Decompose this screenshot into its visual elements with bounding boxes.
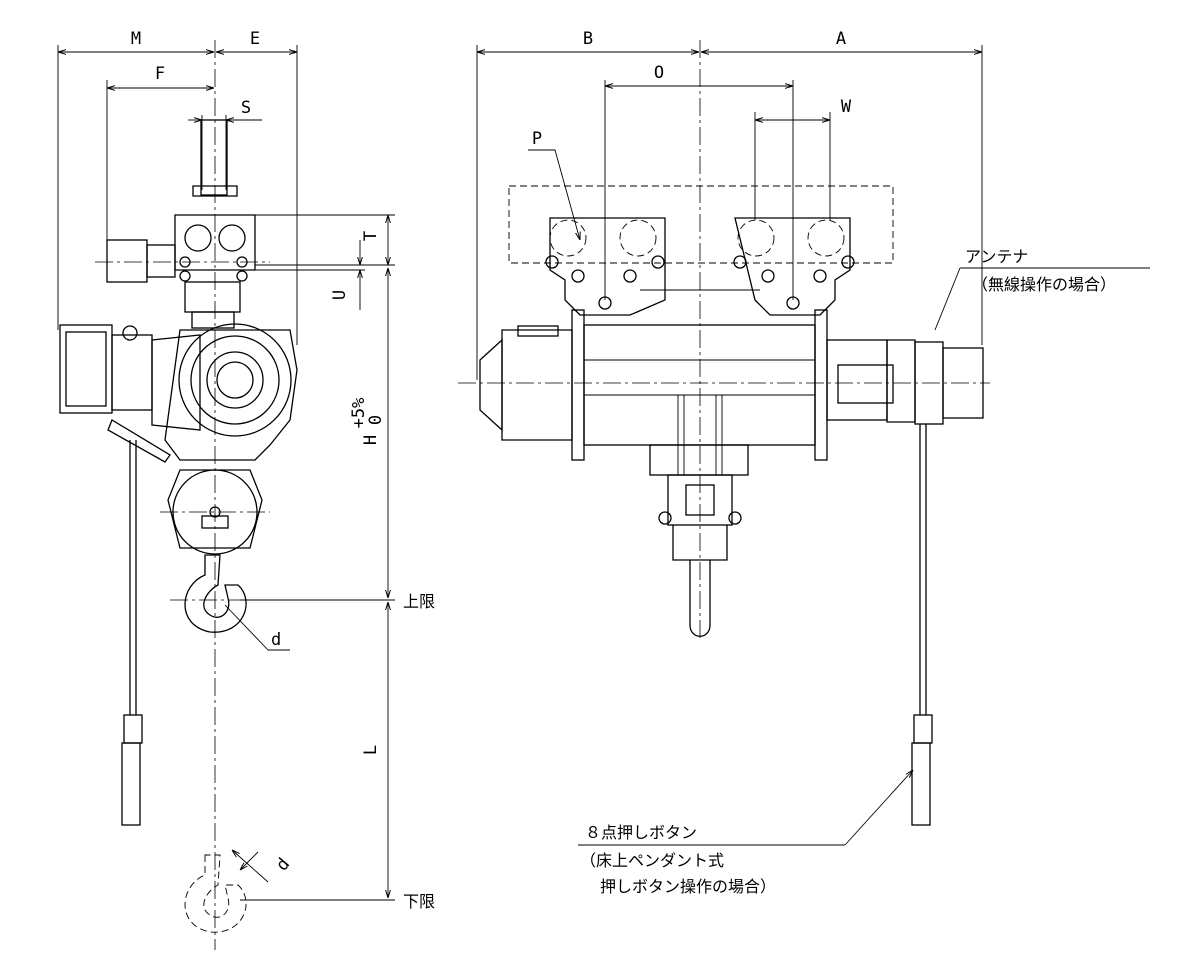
dim-label-A: A [836, 29, 846, 49]
pendant-title: ８点押しボタン [585, 823, 697, 842]
dim-label-P: P [532, 129, 542, 149]
dim-label-H: H [361, 435, 381, 445]
antenna-label: アンテナ [965, 247, 1028, 266]
front-view: B A O W P [458, 29, 1150, 896]
upper-limit-label: 上限 [403, 592, 435, 611]
dim-label-O: O [654, 63, 664, 83]
pendant-note-line2: 押しボタン操作の場合） [600, 877, 776, 896]
dim-label-S: S [241, 98, 251, 118]
dim-label-H-tol-lower: 0 [366, 415, 386, 425]
dim-label-F: F [155, 64, 165, 84]
dim-label-B: B [583, 29, 593, 49]
antenna-note: （無線操作の場合） [972, 275, 1116, 294]
dim-label-U: U [330, 290, 350, 300]
dim-label-E: E [250, 29, 260, 49]
dim-label-M: M [131, 29, 141, 49]
dim-label-W: W [841, 97, 852, 117]
dim-label-d-upper-text: d [271, 630, 281, 650]
dim-label-d-lower: d [272, 854, 294, 875]
lower-limit-label: 下限 [403, 892, 435, 911]
dim-label-H-tol-upper: +5% [349, 398, 369, 429]
dim-label-T: T [361, 231, 381, 241]
dim-label-L: L [361, 745, 381, 755]
side-view: M E F S T U [57, 29, 435, 950]
pendant-note-line1: （床上ペンダント式 [580, 851, 724, 870]
